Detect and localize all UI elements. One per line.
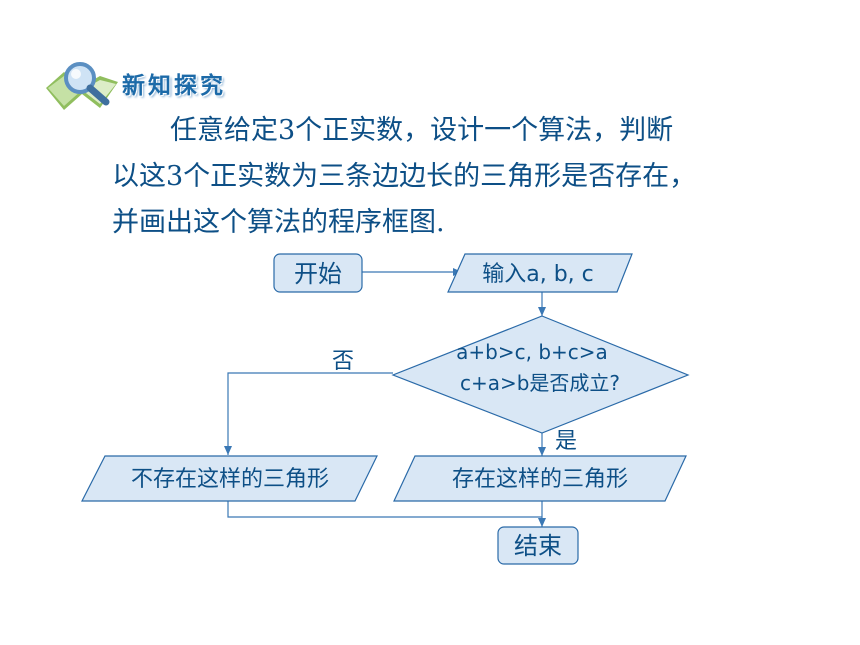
decision-line-2: c+a>b是否成立? <box>460 371 620 395</box>
start-node <box>273 253 363 293</box>
yes-label: 是 <box>555 429 577 454</box>
problem-line-2: 以这3个正实数为三条边边长的三角形是否存在， <box>112 161 697 192</box>
decision-node <box>391 315 690 434</box>
yes-output-node <box>393 455 687 502</box>
end-node <box>497 526 579 565</box>
no-output-node <box>81 455 378 502</box>
input-node-label: 输入a, b, c <box>482 262 594 287</box>
section-header: 新知探究 <box>42 58 262 114</box>
no-label: 否 <box>332 349 354 374</box>
input-node <box>447 253 633 293</box>
no-output-label: 不存在这样的三角形 <box>131 467 329 492</box>
start-node-label: 开始 <box>294 260 342 288</box>
problem-line-3: 并画出这个算法的程序框图. <box>112 207 445 238</box>
section-title: 新知探究 <box>122 73 226 99</box>
arrow-no-branch <box>224 372 393 455</box>
problem-line-1: 任意给定3个正实数，设计一个算法，判断 <box>170 115 674 146</box>
yes-output-label: 存在这样的三角形 <box>452 467 628 492</box>
end-node-label: 结束 <box>514 532 562 560</box>
problem-statement: 任意给定3个正实数，设计一个算法，判断 以这3个正实数为三条边边长的三角形是否存… <box>112 108 792 246</box>
decision-line-1: a+b>c, b+c>a <box>456 340 608 364</box>
arrow-no-output-to-end <box>227 501 542 518</box>
magnifier-book-icon <box>46 62 118 110</box>
